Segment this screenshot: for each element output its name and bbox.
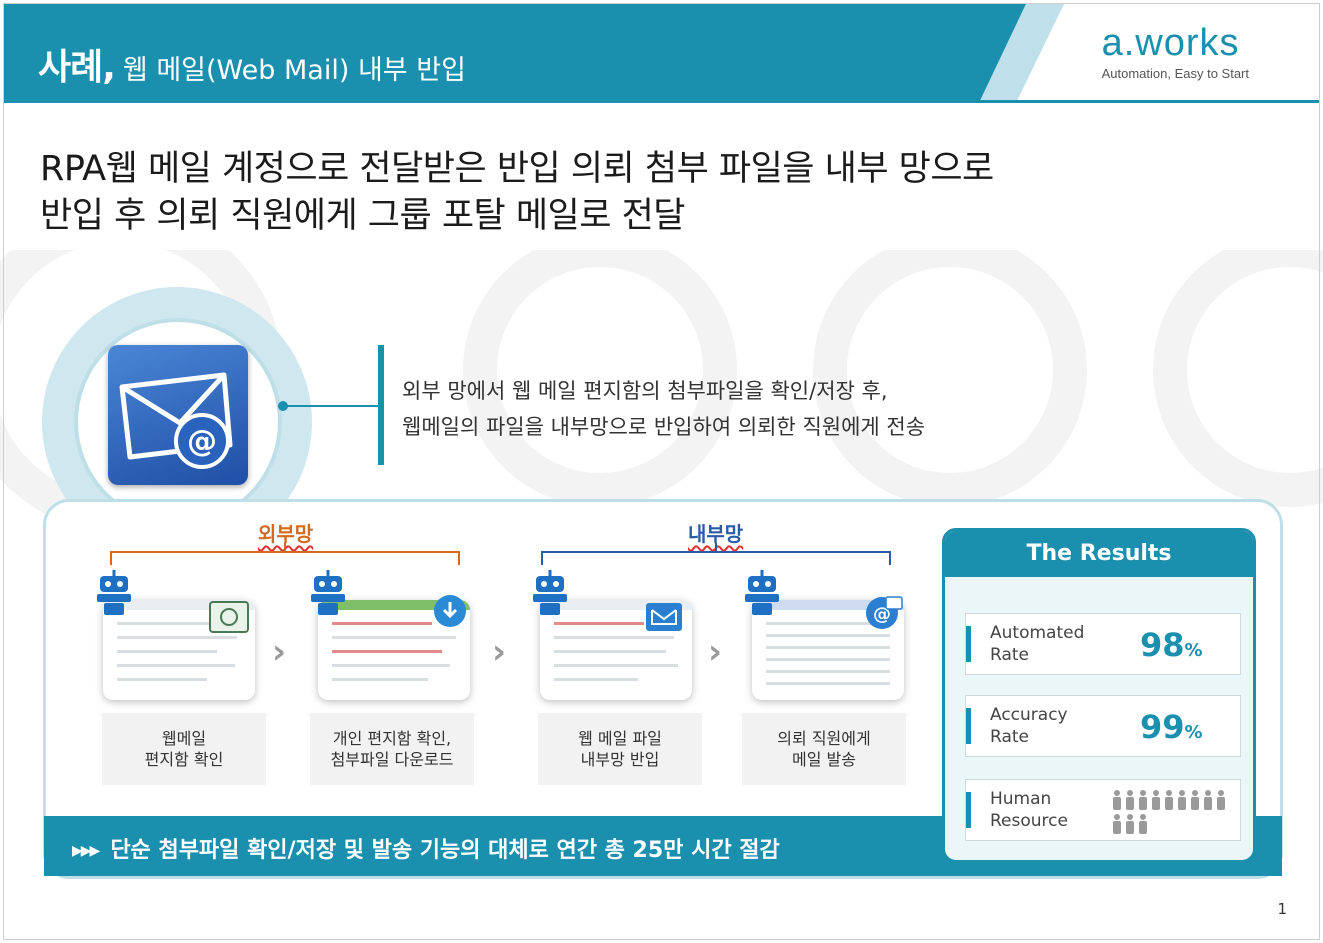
outer-network-bracket	[110, 551, 460, 565]
step-3-label: 웹 메일 파일 내부망 반입	[538, 713, 702, 785]
inner-network-label: 내부망	[688, 522, 744, 546]
robot-icon	[533, 570, 567, 615]
result-number: 98	[1140, 626, 1185, 664]
description-accent-bar	[378, 345, 384, 465]
result-value: 98%	[1140, 626, 1203, 664]
triple-arrow-icon: ▶▶▶	[72, 843, 100, 859]
person-icon	[1113, 790, 1121, 810]
person-icon	[1178, 790, 1186, 810]
connector-dot	[278, 401, 288, 411]
title-bold: 사례,	[38, 47, 116, 88]
person-icon	[1191, 790, 1199, 810]
person-icon	[1139, 790, 1147, 810]
step-2-line-1: 개인 편지함 확인,	[332, 729, 452, 748]
result-label: Human Resource	[990, 788, 1068, 832]
step-2-label: 개인 편지함 확인, 첨부파일 다운로드	[310, 713, 474, 785]
result-label-line-1: Human	[990, 789, 1052, 809]
step-4-label: 의뢰 직원에게 메일 발송	[742, 713, 906, 785]
robot-icon	[97, 570, 131, 615]
brand-logo: a.works	[1101, 22, 1240, 64]
person-icon	[1126, 790, 1134, 810]
person-icon	[1217, 790, 1225, 810]
header-background	[4, 4, 1319, 103]
envelope-icon	[646, 603, 682, 631]
description-line-2: 웹메일의 파일을 내부망으로 반입하여 의뢰한 직원에게 전송	[402, 415, 926, 439]
brand-tagline: Automation, Easy to Start	[1101, 66, 1249, 81]
person-icon	[1165, 790, 1173, 810]
outer-bracket-tick	[284, 543, 286, 553]
step-1-line-1: 웹메일	[161, 729, 207, 748]
summary-text-wrap: ▶▶▶ 단순 첨부파일 확인/저장 및 발송 기능의 대체로 연간 총 25만 시…	[72, 832, 780, 864]
svg-text:@: @	[187, 424, 217, 459]
result-human-resource: Human Resource	[965, 779, 1241, 841]
result-label-line-1: Accuracy	[990, 705, 1068, 725]
person-icon	[1152, 790, 1160, 810]
result-number: 99	[1140, 708, 1185, 746]
send-mail-icon: @	[866, 596, 903, 629]
result-unit: %	[1184, 640, 1203, 661]
person-icon	[1126, 814, 1134, 834]
attachment-icon	[209, 601, 249, 633]
step-2-line-2: 첨부파일 다운로드	[330, 750, 454, 769]
step-3-line-1: 웹 메일 파일	[578, 729, 662, 748]
headline-line-2: 반입 후 의뢰 직원에게 그룹 포탈 메일로 전달	[40, 196, 685, 236]
summary-text: 단순 첨부파일 확인/저장 및 발송 기능의 대체로 연간 총 25만 시간 절…	[110, 838, 780, 863]
slide-title: 사례,웹 메일(Web Mail) 내부 반입	[38, 38, 466, 90]
chevron-right-icon: ›	[272, 632, 287, 672]
title-rest: 웹 메일(Web Mail) 내부 반입	[122, 55, 466, 86]
step-1-label: 웹메일 편지함 확인	[102, 713, 266, 785]
description-line-1: 외부 망에서 웹 메일 편지함의 첨부파일을 확인/저장 후,	[402, 379, 888, 403]
headline: RPA웹 메일 계정으로 전달받은 반입 의뢰 첨부 파일을 내부 망으로 반입…	[40, 146, 1240, 240]
header-band: 사례,웹 메일(Web Mail) 내부 반입 a.works Automati…	[4, 4, 1319, 103]
inner-bracket-tick	[715, 543, 717, 553]
person-icon	[1204, 790, 1212, 810]
chevron-right-icon: ›	[708, 632, 723, 672]
email-icon: @	[108, 345, 248, 485]
step-4-line-2: 메일 발송	[792, 750, 856, 769]
result-label-line-2: Rate	[990, 727, 1029, 747]
result-unit: %	[1184, 722, 1203, 743]
page-number: 1	[1277, 900, 1287, 918]
people-icons	[1113, 790, 1225, 834]
result-label-line-1: Automated	[990, 623, 1085, 643]
robot-icon	[745, 570, 779, 615]
result-value: 99%	[1140, 708, 1203, 746]
result-label: Accuracy Rate	[990, 704, 1068, 748]
chevron-right-icon: ›	[492, 632, 507, 672]
result-label-line-2: Resource	[990, 811, 1068, 831]
connector-line	[282, 405, 378, 407]
step-1-line-2: 편지함 확인	[144, 750, 224, 769]
outer-network-label: 외부망	[258, 522, 314, 546]
result-accuracy-rate: Accuracy Rate 99%	[965, 695, 1241, 757]
download-icon	[434, 595, 466, 627]
step-3-line-2: 내부망 반입	[580, 750, 660, 769]
step-4-line-1: 의뢰 직원에게	[777, 729, 871, 748]
results-card: The Results Automated Rate 98% Accuracy …	[942, 528, 1256, 863]
person-icon	[1139, 814, 1147, 834]
inner-network-bracket	[541, 551, 891, 565]
result-label-line-2: Rate	[990, 645, 1029, 665]
headline-line-1: RPA웹 메일 계정으로 전달받은 반입 의뢰 첨부 파일을 내부 망으로	[40, 149, 994, 189]
robot-icon	[311, 570, 345, 615]
results-title: The Results	[945, 531, 1253, 577]
result-label: Automated Rate	[990, 622, 1084, 666]
result-automated-rate: Automated Rate 98%	[965, 613, 1241, 675]
person-icon	[1113, 814, 1121, 834]
description: 외부 망에서 웹 메일 편지함의 첨부파일을 확인/저장 후, 웹메일의 파일을…	[402, 373, 925, 445]
brand-block: a.works Automation, Easy to Start	[1102, 24, 1249, 81]
